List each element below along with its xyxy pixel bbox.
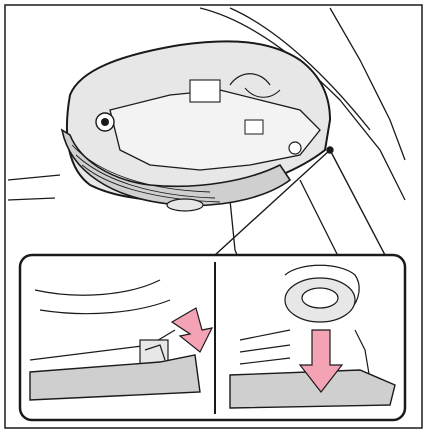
motor-block	[190, 80, 220, 102]
mirror-foot	[167, 199, 203, 211]
screw-hole-right	[289, 142, 301, 154]
connector-block	[245, 120, 263, 134]
detail-panel	[20, 255, 405, 420]
screw-left	[101, 118, 109, 126]
detail-right-socket-inner	[302, 288, 338, 308]
